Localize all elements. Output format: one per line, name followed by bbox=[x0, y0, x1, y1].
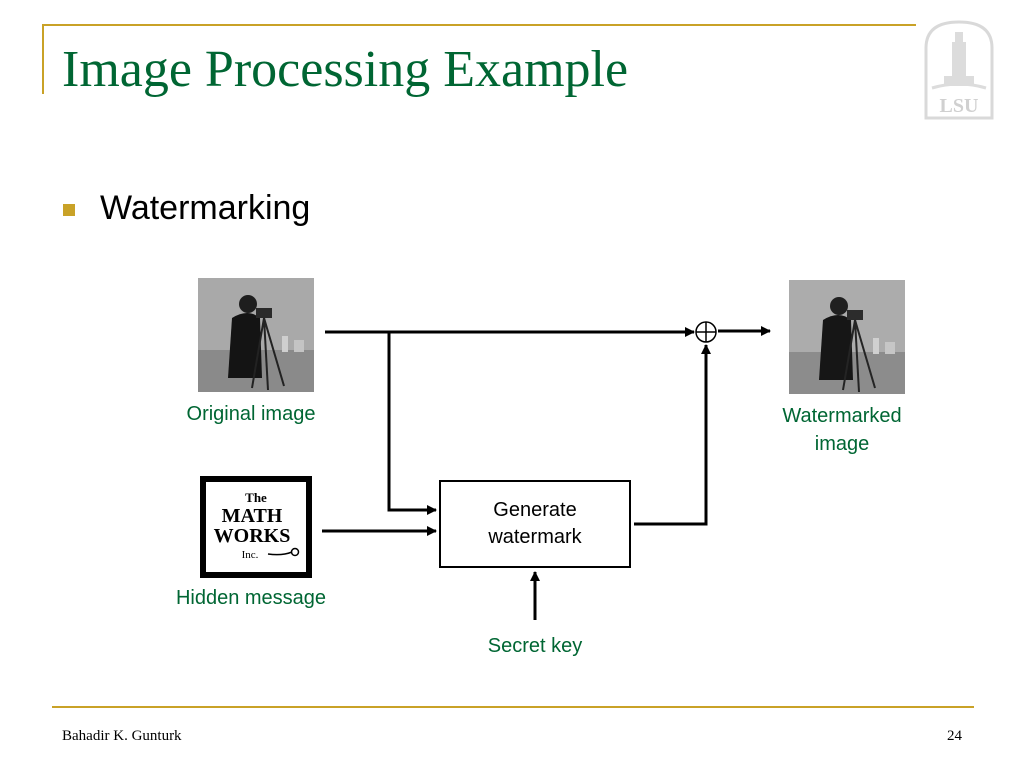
arrow-original-to-generate bbox=[387, 332, 437, 515]
hidden-logo-line3: WORKS bbox=[214, 525, 291, 547]
combine-operator-icon bbox=[695, 321, 717, 343]
original-image-label: Original image bbox=[186, 403, 316, 425]
logo-text: LSU bbox=[940, 95, 979, 117]
hidden-logo-line2: MATH bbox=[222, 505, 283, 527]
top-rule bbox=[42, 24, 916, 26]
watermarked-image-label-line2: image bbox=[814, 433, 870, 455]
generate-watermark-box: Generate watermark bbox=[439, 480, 631, 568]
secret-key-label: Secret key bbox=[487, 635, 583, 657]
lsu-tower-logo-icon: LSU bbox=[922, 18, 996, 122]
watermarked-image-label-line1: Watermarked bbox=[782, 405, 902, 427]
hidden-message-label: Hidden message bbox=[175, 587, 327, 609]
bullet-marker bbox=[63, 204, 75, 216]
hidden-logo-line1: The bbox=[245, 490, 267, 505]
page-number: 24 bbox=[947, 728, 962, 744]
slide-title: Image Processing Example bbox=[62, 41, 629, 98]
arrow-generate-to-combiner bbox=[634, 344, 711, 526]
hidden-logo-line4: Inc. bbox=[242, 549, 259, 561]
watermarked-image bbox=[789, 280, 905, 394]
footer-author: Bahadir K. Gunturk bbox=[62, 728, 182, 744]
bullet-text: Watermarking bbox=[100, 189, 311, 227]
generate-watermark-label: Generate watermark bbox=[488, 499, 582, 548]
original-image bbox=[198, 278, 314, 392]
left-rule bbox=[42, 24, 44, 94]
bottom-rule bbox=[52, 706, 974, 708]
hidden-message-image: The MATH WORKS Inc. bbox=[200, 476, 312, 578]
